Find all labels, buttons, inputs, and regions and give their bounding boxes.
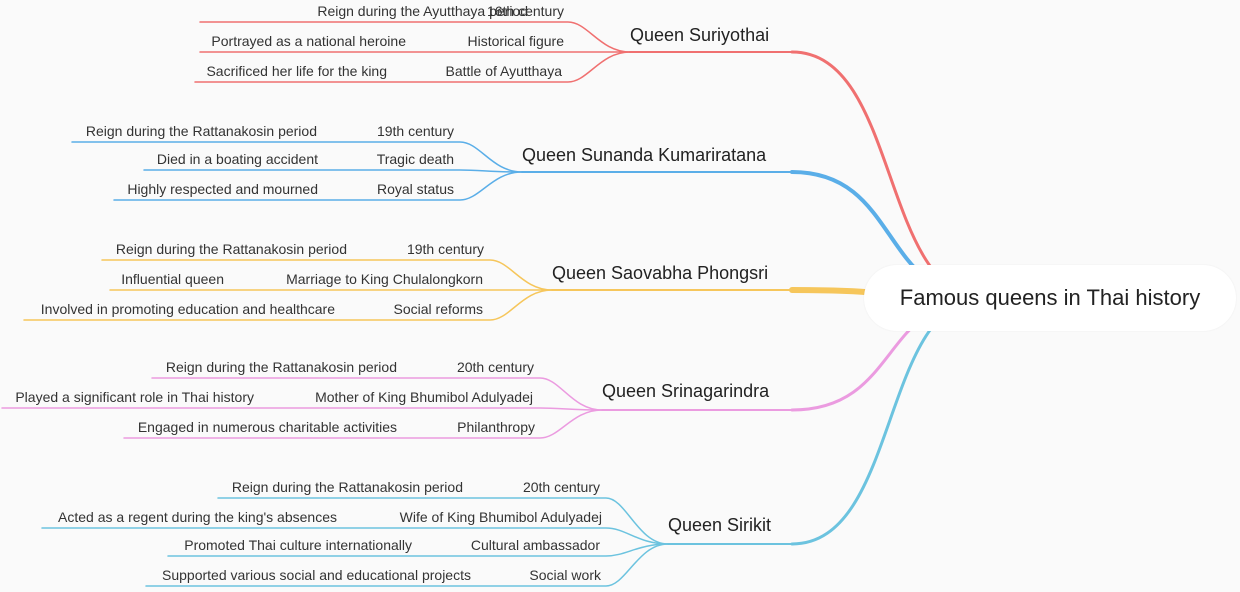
leaf-connector [41, 527, 669, 545]
leaf-label[interactable]: Cultural ambassador [470, 537, 600, 553]
leaf-connector [71, 141, 523, 173]
leaf-connector [113, 171, 523, 201]
leaf-label[interactable]: Social work [529, 567, 601, 583]
branch-queen-sirikit[interactable]: Queen Sirikit [668, 515, 772, 535]
leaf-connector [1, 407, 603, 411]
leaf-label[interactable]: Wife of King Bhumibol Adulyadej [399, 509, 602, 525]
leaf-detail[interactable]: Engaged in numerous charitable activitie… [137, 419, 397, 435]
leaf-detail[interactable]: Influential queen [121, 271, 224, 287]
leaf-detail[interactable]: Supported various social and educational… [162, 567, 471, 583]
leaf-label[interactable]: Social reforms [393, 301, 483, 317]
leaf-label[interactable]: 20th century [522, 479, 600, 495]
root-label: Famous queens in Thai history [899, 285, 1201, 310]
leaf-label[interactable]: Marriage to King Chulalongkorn [286, 271, 483, 287]
leaf-label[interactable]: Royal status [376, 181, 454, 197]
leaf-detail[interactable]: Reign during the Rattanakosin period [165, 359, 397, 375]
leaf-detail[interactable]: Reign during the Ayutthaya period [317, 3, 528, 19]
leaf-detail[interactable]: Portrayed as a national heroine [211, 33, 406, 49]
root-node[interactable]: Famous queens in Thai history [864, 265, 1236, 331]
leaf-label[interactable]: 16th century [486, 3, 564, 19]
leaf-label[interactable]: Historical figure [467, 33, 564, 49]
branch-queen-suriyothai[interactable]: Queen Suriyothai [630, 25, 770, 45]
leaf-connector [123, 409, 603, 439]
leaf-detail[interactable]: Sacrificed her life for the king [206, 63, 387, 79]
branch-queen-srinagarindra[interactable]: Queen Srinagarindra [602, 381, 770, 401]
leaf-label[interactable]: Tragic death [376, 151, 454, 167]
branch-connector [790, 296, 987, 546]
leaf-connector [194, 51, 631, 83]
leaf-connector [151, 377, 603, 411]
leaf-detail[interactable]: Reign during the Rattanakosin period [85, 123, 317, 139]
leaf-label[interactable]: Battle of Ayutthaya [445, 63, 563, 79]
leaf-connector [143, 169, 523, 173]
leaf-detail[interactable]: Reign during the Rattanakosin period [231, 479, 463, 495]
leaf-connector [23, 289, 553, 321]
leaf-detail[interactable]: Promoted Thai culture internationally [184, 537, 412, 553]
leaf-detail[interactable]: Died in a boating accident [156, 151, 318, 167]
branch-queen-sunanda-kumariratana[interactable]: Queen Sunanda Kumariratana [522, 145, 767, 165]
leaf-label[interactable]: Philanthropy [457, 419, 535, 435]
leaf-label[interactable]: 19th century [406, 241, 484, 257]
leaf-label[interactable]: 20th century [456, 359, 534, 375]
leaf-connector [145, 543, 669, 587]
leaf-connector [199, 21, 631, 53]
leaf-label[interactable]: Mother of King Bhumibol Adulyadej [315, 389, 533, 405]
leaf-detail[interactable]: Acted as a regent during the king's abse… [58, 509, 337, 525]
leaf-connector [101, 259, 553, 291]
leaf-connector [167, 543, 669, 557]
branch-queen-saovabha-phongsri[interactable]: Queen Saovabha Phongsri [552, 263, 769, 283]
leaf-detail[interactable]: Reign during the Rattanakosin period [115, 241, 347, 257]
leaf-detail[interactable]: Highly respected and mourned [127, 181, 318, 197]
leaf-detail[interactable]: Played a significant role in Thai histor… [15, 389, 254, 405]
leaf-detail[interactable]: Involved in promoting education and heal… [40, 301, 335, 317]
leaf-label[interactable]: 19th century [376, 123, 454, 139]
leaf-connector [217, 497, 669, 545]
